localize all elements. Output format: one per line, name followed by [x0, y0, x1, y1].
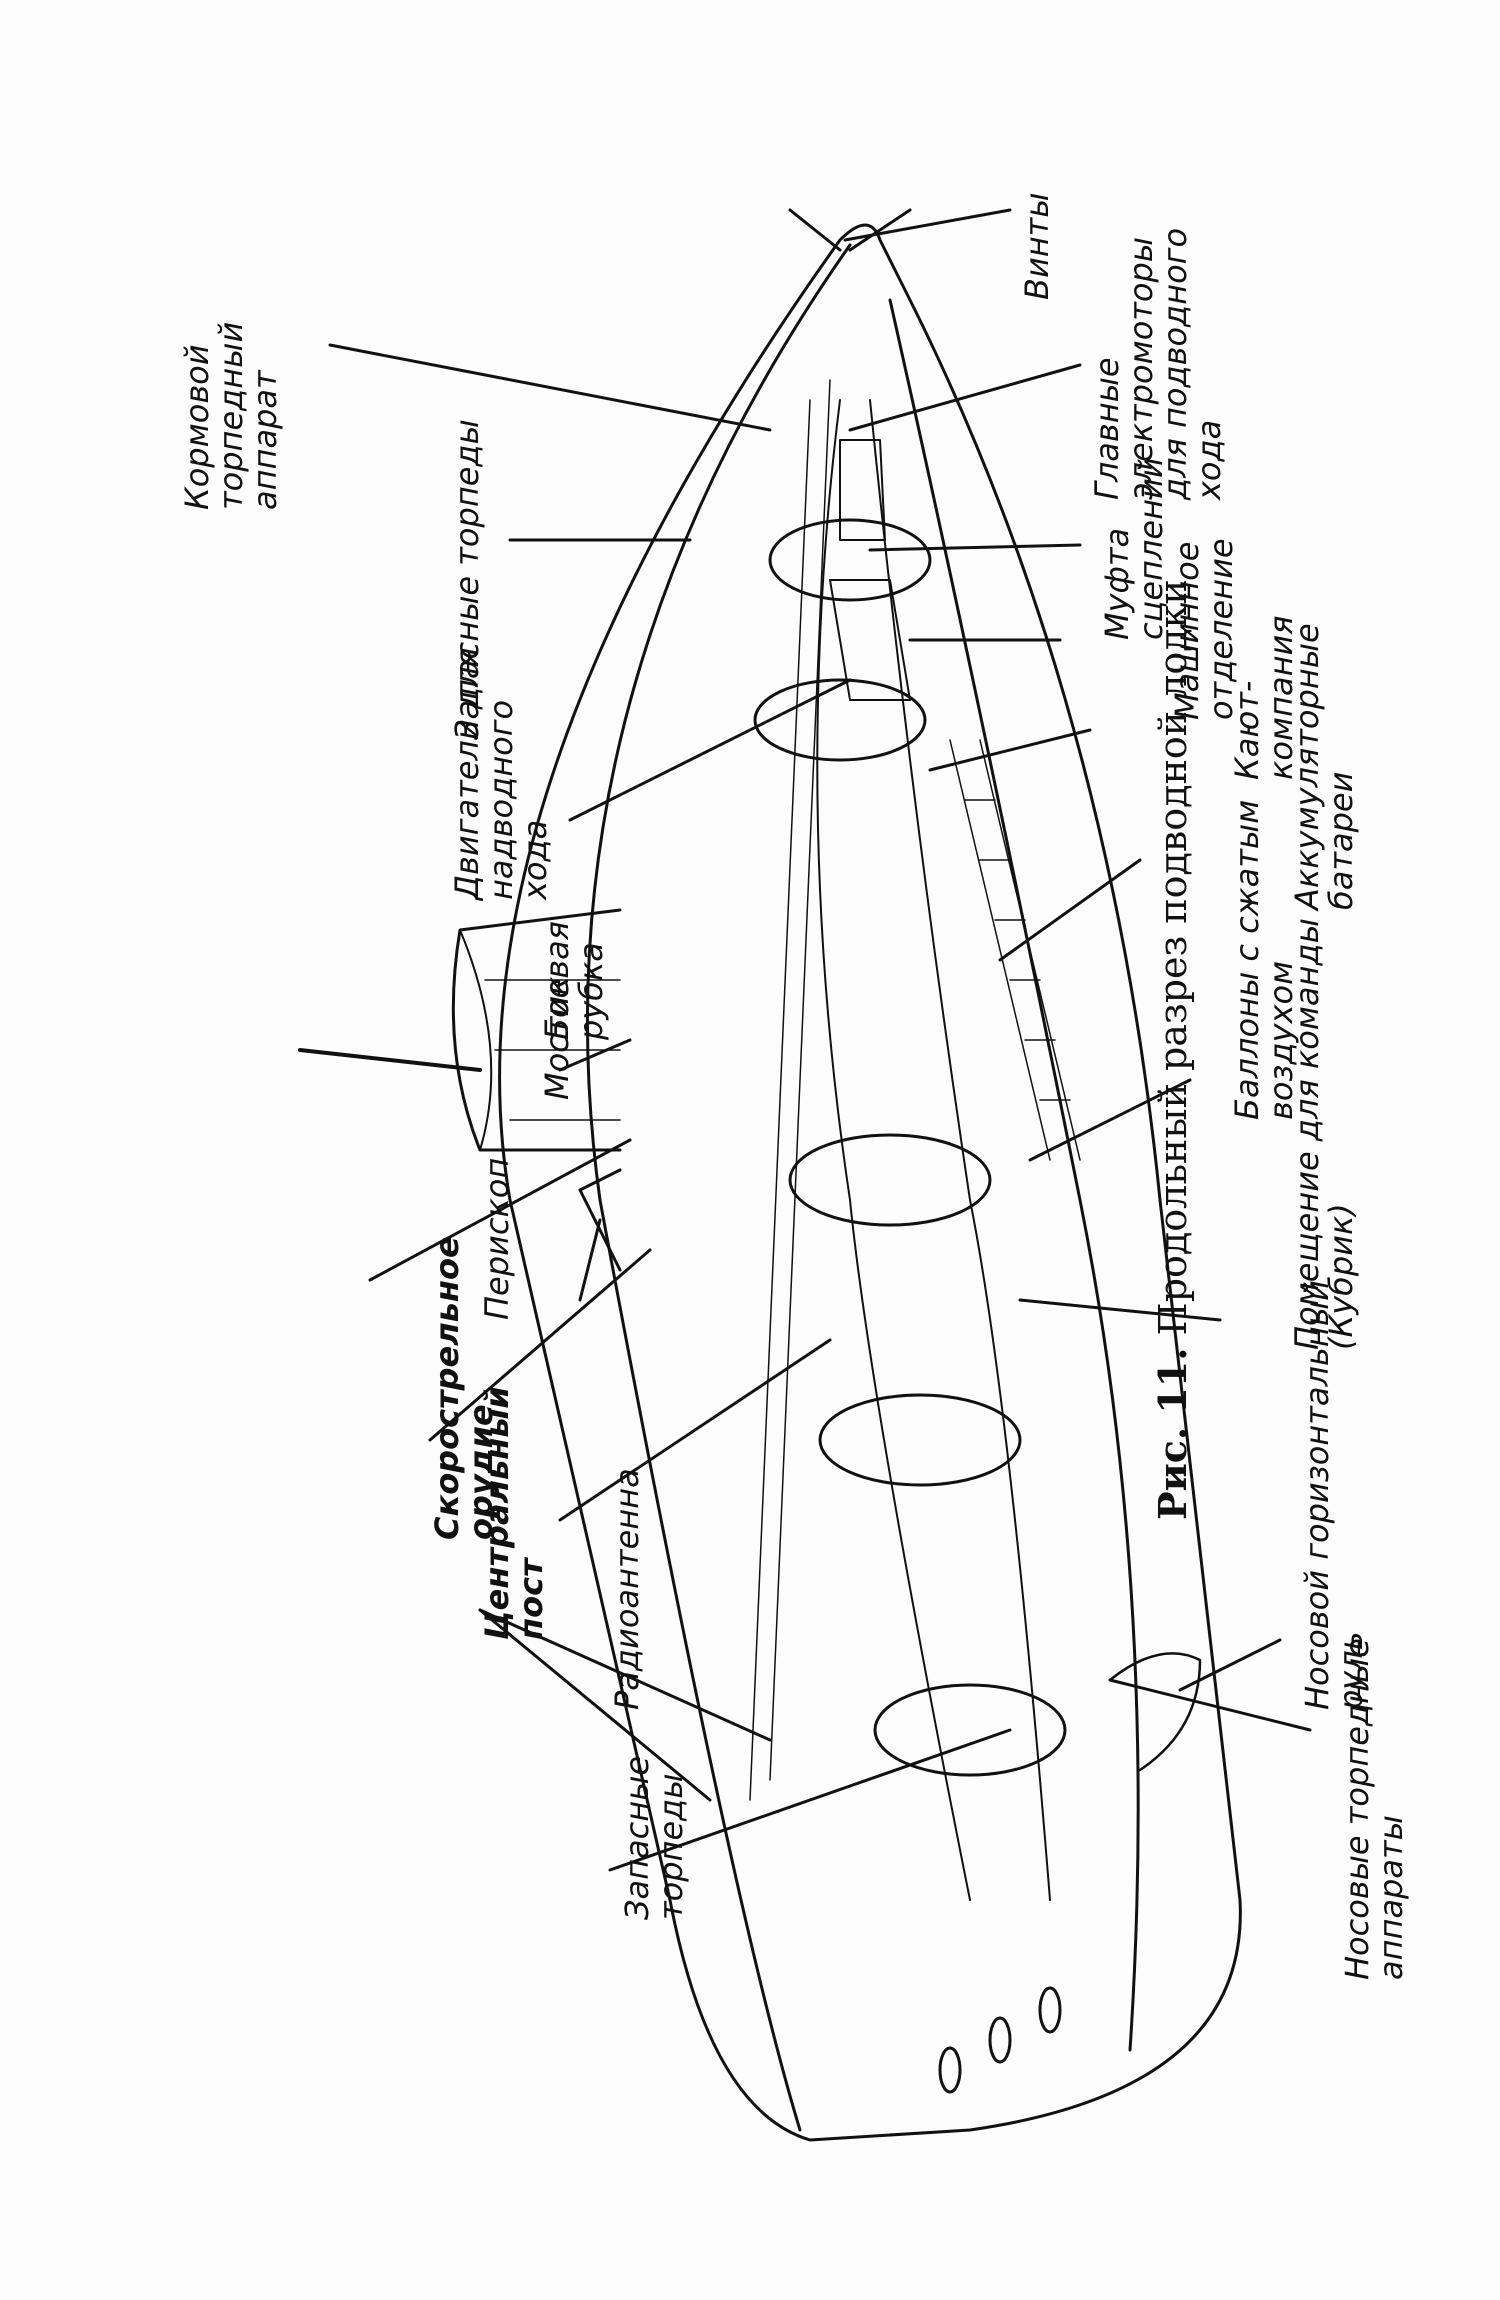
label-radio-antenna: Радиоантенна: [608, 1468, 646, 1710]
battery-grid: [949, 739, 1081, 1161]
hull-outline: [498, 223, 1242, 2142]
bulkhead: [768, 518, 932, 602]
conning-tower: [451, 908, 622, 1152]
figure-number: Рис. 11.: [1150, 1347, 1195, 1520]
deck-gun: [578, 1168, 622, 1302]
keel-line: [888, 298, 1140, 2052]
bulkhead: [873, 1683, 1067, 1777]
bulkhead: [788, 1133, 992, 1227]
bow-plane: [1108, 1652, 1202, 1772]
label-bow-torpedo-tubes: Носовые торпедные аппараты: [1338, 1638, 1410, 1980]
label-propellers: Винты: [1018, 192, 1056, 300]
label-conning-tower: Боевая рубка: [538, 921, 610, 1040]
figure-caption: Рис. 11. Продольный разрез подводной лод…: [1150, 579, 1195, 1520]
label-stern-torpedo-tube: Кормовой торпедный аппарат: [178, 321, 284, 510]
label-central-post: Центральный пост: [478, 1386, 550, 1640]
rotated-figure: Кормовой торпедный аппарат Запасные торп…: [150, 192, 1410, 2200]
propeller: [788, 208, 912, 252]
cutaway-edge: [816, 399, 971, 1901]
submarine-cutaway-drawing: [298, 208, 1312, 2142]
label-surface-engines: Двигатели для надводного хода: [448, 647, 554, 900]
figure-caption-text: Продольный разрез подводной лодки: [1151, 579, 1195, 1336]
bulkhead: [753, 678, 927, 762]
label-batteries: Аккумуляторные батареи: [1288, 623, 1360, 910]
deck-line: [585, 243, 852, 2132]
periscope-mast: [298, 1048, 482, 1072]
bulkhead: [818, 1393, 1022, 1487]
label-spare-torpedoes-fwd: Запасные торпеды: [618, 1755, 690, 1920]
